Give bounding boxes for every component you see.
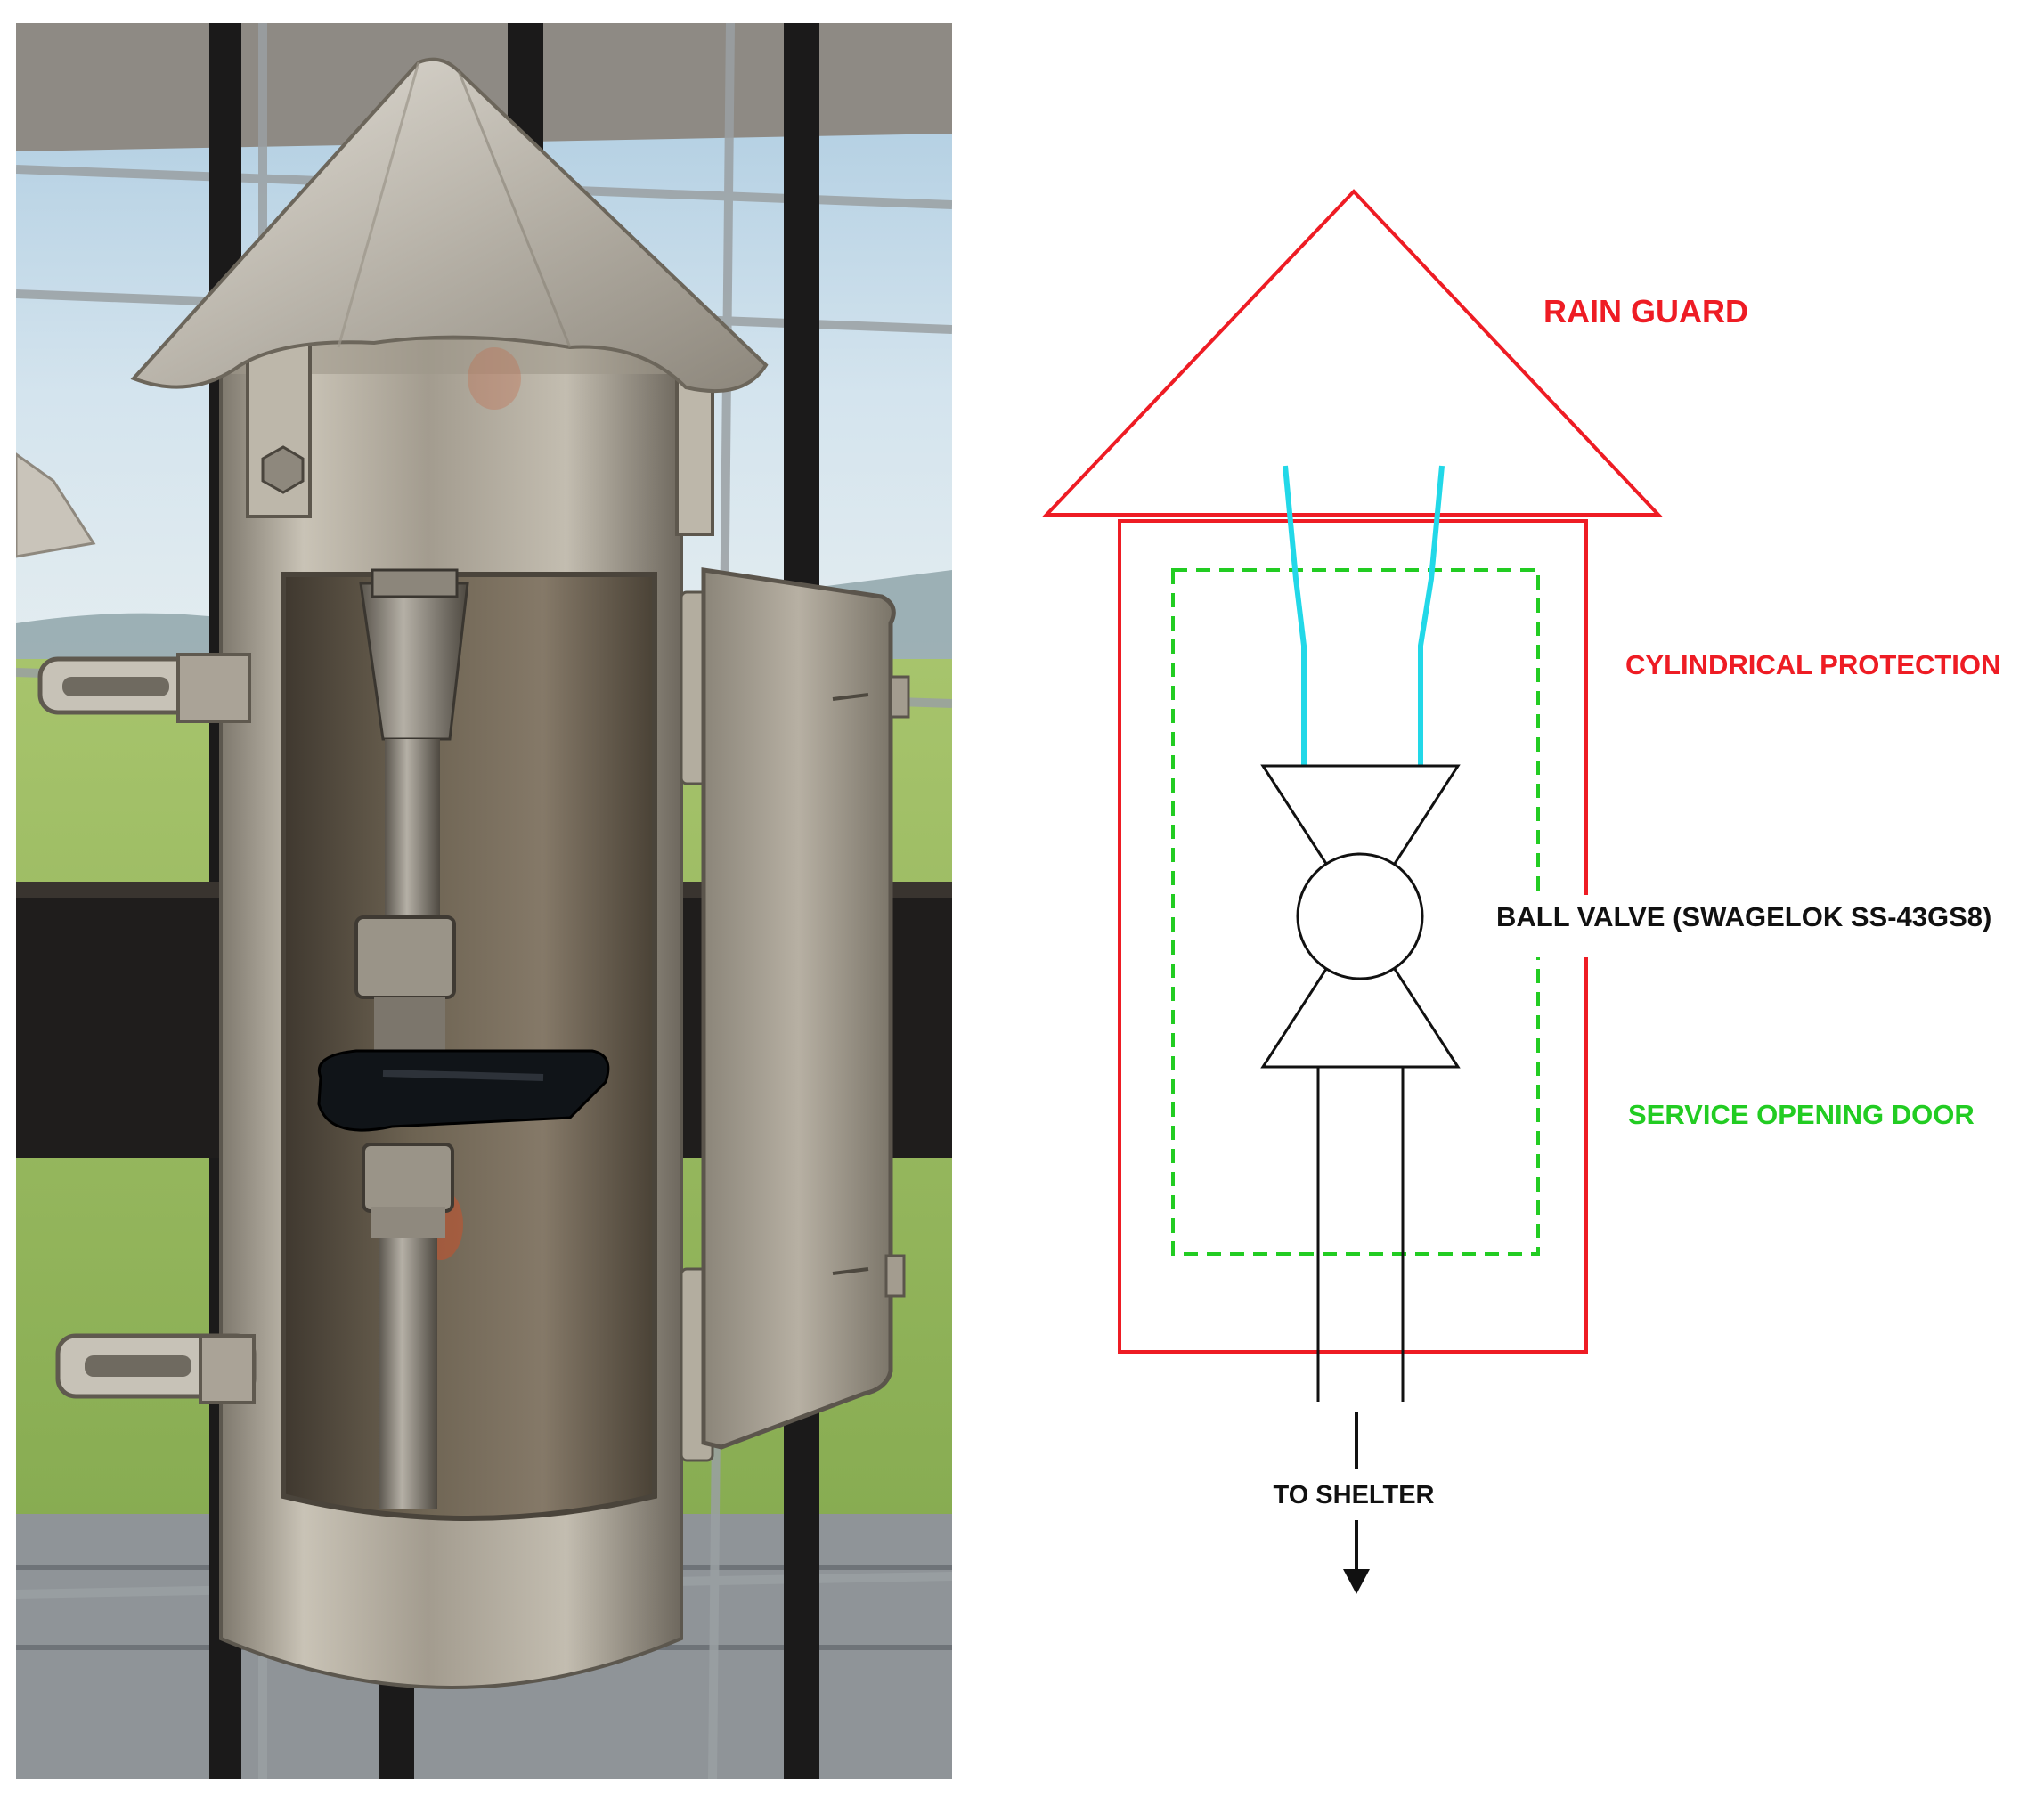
photo-pipe-upper — [385, 739, 440, 926]
inlet-tube-left — [1283, 465, 1307, 766]
photo-latch-top — [37, 653, 251, 723]
label-service-door: SERVICE OPENING DOOR — [1628, 1099, 1975, 1130]
label-cylindrical-protection: CYLINDRICAL PROTECTION — [1625, 649, 2000, 680]
schematic-panel: RAIN GUARD CYLINDRICAL PROTECTION BALL V… — [1042, 189, 2000, 1594]
photo-panel — [16, 23, 952, 1779]
photo-pipe-lower — [379, 1207, 437, 1509]
label-to-shelter: TO SHELTER — [1274, 1481, 1435, 1509]
rain-guard-shape — [1042, 189, 1663, 517]
photo-service-door — [701, 567, 896, 1450]
photo-latch-bottom — [55, 1333, 257, 1404]
photo-rain-guard — [130, 57, 769, 394]
label-ball-valve: BALL VALVE (SWAGELOK SS-43GS8) — [1496, 901, 1991, 932]
inlet-tube-right — [1418, 465, 1445, 766]
photo-valve-handle — [317, 1049, 610, 1132]
photo-interior — [281, 572, 657, 1521]
arrow-head-icon — [1343, 1569, 1370, 1594]
ball-valve-symbol — [1260, 764, 1461, 1069]
label-rain-guard: RAIN GUARD — [1543, 293, 1748, 329]
photo-canopy — [16, 23, 952, 151]
